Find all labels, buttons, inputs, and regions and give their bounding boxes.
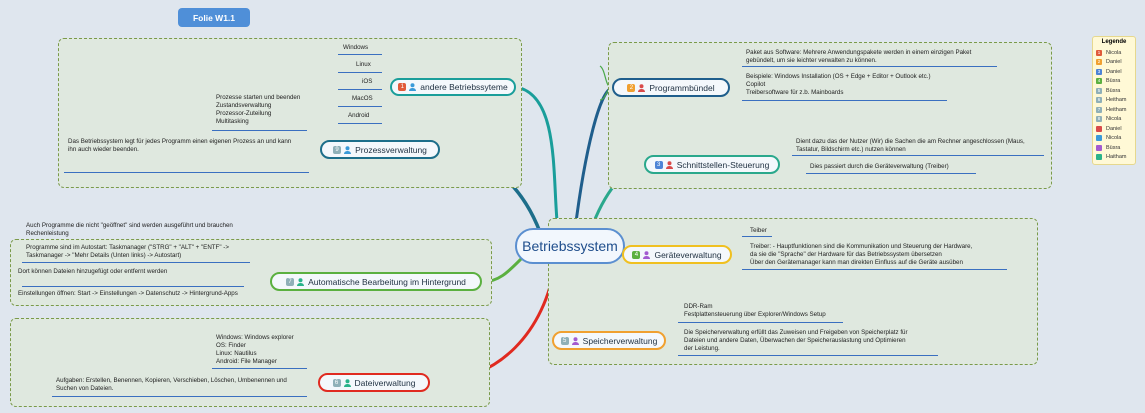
- geraete-text-1: Teiber: [750, 227, 767, 234]
- node-andere-betriebssysteme[interactable]: 1 andere Betriebssyteme: [390, 78, 516, 96]
- legend-item: 6 Heitham: [1096, 96, 1132, 106]
- schnitt-text-1: Dient dazu das der Nutzer (Wir) die Sach…: [796, 138, 1025, 153]
- slide-label: Folie W1.1: [178, 8, 250, 27]
- legend-person-icon: [1096, 125, 1102, 132]
- node-programmbuendel[interactable]: 2 Programmbündel: [612, 78, 730, 97]
- legend-badge-icon: 3: [1096, 68, 1102, 75]
- legend-item-name: Nicola: [1106, 135, 1122, 142]
- legend-badge-icon: 2: [1096, 59, 1102, 66]
- badge-4-icon: 4: [632, 250, 641, 259]
- legend-badge-icon: 7: [1096, 106, 1102, 113]
- legend-person-icon: [1096, 135, 1102, 142]
- badge-5-icon: 5: [560, 336, 569, 345]
- legend-item: Haitham: [1096, 153, 1132, 163]
- node-label: Dateiverwaltung: [354, 377, 416, 388]
- node-label: Prozessverwaltung: [355, 144, 427, 155]
- connector-programm: [573, 86, 613, 231]
- datei-text-2: Aufgaben: Erstellen, Benennen, Kopieren,…: [56, 377, 287, 392]
- programm-text-1: Paket aus Software: Mehrere Anwendungspa…: [746, 49, 972, 64]
- legend-item: 4 Büsra: [1096, 77, 1132, 87]
- legend-item-name: Daniel: [1106, 125, 1122, 132]
- prozess-desc: Das Betriebssystem legt für jedes Progra…: [68, 138, 292, 153]
- person-icon: [571, 336, 579, 345]
- person-icon: [343, 378, 351, 387]
- legend-badge-icon: 1: [1096, 49, 1102, 56]
- legend-person-icon: [1096, 154, 1102, 161]
- legend-badge-icon: 5: [1096, 87, 1102, 94]
- legend-item: Büsra: [1096, 143, 1132, 153]
- badge-6-icon: 6: [332, 378, 341, 387]
- os-item-ios: iOS: [362, 78, 373, 85]
- programm-text-2: Beispiele: Windows Installation (OS + Ed…: [746, 73, 931, 96]
- legend-item: 1 Nicola: [1096, 48, 1132, 58]
- os-item-linux: Linux: [356, 61, 371, 68]
- schnitt-text-2: Dies passiert durch die Geräteverwaltung…: [810, 163, 949, 170]
- auto-text-3: Dort können Dateien hinzugefügt oder ent…: [18, 268, 168, 275]
- legend-item-name: Büsra: [1106, 144, 1121, 151]
- node-prozessverwaltung[interactable]: 9 Prozessverwaltung: [320, 140, 440, 159]
- os-item-macos: MacOS: [352, 95, 373, 102]
- badge-9-icon: 9: [333, 145, 342, 154]
- node-label: andere Betriebssyteme: [420, 82, 508, 92]
- datei-text-1: Windows: Windows explorer OS: Finder Lin…: [216, 334, 294, 365]
- group-box-left-top: [58, 38, 522, 188]
- os-item-windows: Windows: [343, 44, 369, 51]
- node-speicherverwaltung[interactable]: 5 Speicherverwaltung: [552, 331, 666, 350]
- node-schnittstellen-steuerung[interactable]: 3 Schnittstellen-Steuerung: [644, 155, 780, 174]
- legend-item-name: Nicola: [1106, 116, 1122, 123]
- os-item-android: Android: [348, 112, 370, 119]
- connector-andere: [519, 86, 560, 233]
- legend-item: 5 Büsra: [1096, 86, 1132, 96]
- person-icon: [297, 277, 305, 286]
- group-box-left-bottom: [10, 318, 490, 407]
- node-label: Programmbündel: [649, 82, 715, 93]
- legend-item-name: Heitham: [1106, 106, 1127, 113]
- badge-1-icon: 1: [398, 83, 407, 91]
- prozess-list: Prozesse starten und beenden Zustandsver…: [216, 94, 301, 125]
- root-node-betriebssystem[interactable]: Betriebssystem: [515, 228, 625, 264]
- legend-title: Legende: [1101, 39, 1127, 45]
- geraete-text-2: Treiber: - Hauptfunktionen sind die Komm…: [750, 243, 973, 266]
- legend-person-icon: [1096, 144, 1102, 151]
- legend-item-name: Heitham: [1106, 97, 1127, 104]
- badge-2-icon: 2: [627, 83, 636, 92]
- legend-item: Nicola: [1096, 134, 1132, 144]
- legend-item-name: Büsra: [1106, 87, 1121, 94]
- badge-7-icon: 7: [286, 277, 295, 286]
- legend-item-name: Nicola: [1106, 49, 1122, 56]
- legend-item: 3 Daniel: [1096, 67, 1132, 77]
- speicher-text-2: Die Speicherverwaltung erfüllt das Zuwei…: [684, 329, 908, 352]
- node-label: Schnittstellen-Steuerung: [676, 159, 770, 170]
- node-dateiverwaltung[interactable]: 6 Dateiverwaltung: [318, 373, 430, 392]
- person-icon: [344, 145, 352, 154]
- auto-text-4: Einstellungen öffnen: Start -> Einstellu…: [18, 290, 238, 297]
- node-label: Automatische Bearbeitung im Hintergrund: [308, 276, 466, 287]
- person-icon: [643, 250, 651, 259]
- legend-item-name: Daniel: [1106, 68, 1122, 75]
- legend-badge-icon: 6: [1096, 97, 1102, 104]
- legend-item: 2 Daniel: [1096, 58, 1132, 68]
- legend-item: Daniel: [1096, 124, 1132, 134]
- person-icon: [638, 83, 646, 92]
- auto-text-2: Programme sind im Autostart: Taskmanager…: [26, 244, 229, 259]
- legend-item-name: Haitham: [1106, 154, 1127, 161]
- node-label: Geräteverwaltung: [654, 249, 722, 260]
- legend-item-name: Daniel: [1106, 59, 1122, 66]
- speicher-text-1: DDR-Ram Festplattensteuerung über Explor…: [684, 303, 826, 318]
- node-label: Speicherverwaltung: [582, 335, 658, 346]
- legend-item-name: Büsra: [1106, 78, 1121, 85]
- legend-item: 8 Nicola: [1096, 115, 1132, 125]
- legend-badge-icon: 4: [1096, 78, 1102, 85]
- auto-text-1: Auch Programme die nicht "geöffnet" sind…: [26, 222, 233, 237]
- person-icon: [665, 160, 673, 169]
- badge-3-icon: 3: [654, 160, 663, 169]
- node-automatische-bearbeitung[interactable]: 7 Automatische Bearbeitung im Hintergrun…: [270, 272, 482, 291]
- person-icon: [409, 83, 417, 91]
- node-geraeteverwaltung[interactable]: 4 Geräteverwaltung: [622, 245, 732, 264]
- legend-item: 7 Heitham: [1096, 105, 1132, 115]
- legend-badge-icon: 8: [1096, 116, 1102, 123]
